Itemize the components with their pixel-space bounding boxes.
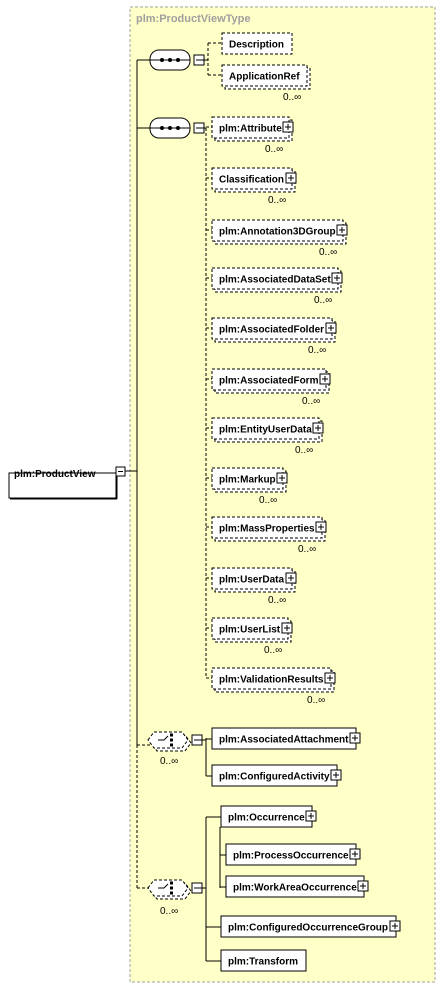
element-occurrence[interactable]: plm:Occurrence: [220, 805, 313, 828]
choice2-cardinality: 0..∞: [160, 906, 178, 917]
choice1-elements: plm:AssociatedAttachment plm:ConfiguredAc…: [211, 727, 361, 787]
element-attribute-label: plm:Attribute: [219, 124, 282, 135]
root-element-label: plm:ProductView: [14, 469, 96, 480]
element-mass-properties-cardinality: 0..∞: [298, 544, 316, 555]
element-associated-folder-cardinality: 0..∞: [308, 345, 326, 356]
element-work-area-occurrence-expand-toggle[interactable]: [357, 880, 369, 892]
seq2-elements: plm:Attribute 0..∞ Classification 0..∞ plm:A…: [211, 116, 348, 706]
element-associated-form[interactable]: plm:AssociatedForm: [211, 368, 330, 394]
element-markup-label: plm:Markup: [219, 475, 276, 486]
element-associated-folder-expand-toggle[interactable]: [325, 322, 337, 334]
element-associated-form-cardinality: 0..∞: [302, 396, 320, 407]
element-application-ref[interactable]: ApplicationRef: [221, 64, 311, 90]
element-markup-expand-toggle[interactable]: [276, 472, 288, 484]
element-work-area-occurrence[interactable]: plm:WorkAreaOccurrence: [225, 875, 365, 898]
element-entity-user-data-cardinality: 0..∞: [295, 445, 313, 456]
element-associated-folder[interactable]: plm:AssociatedFolder: [211, 317, 336, 343]
element-application-ref-cardinality: 0..∞: [283, 92, 301, 103]
element-associated-attachment-expand-toggle[interactable]: [349, 732, 361, 744]
element-classification-label: Classification: [219, 175, 284, 186]
element-validation-results[interactable]: plm:ValidationResults: [211, 667, 335, 693]
element-annotation3-dgroup-label: plm:Annotation3DGroup: [219, 227, 336, 238]
element-configured-activity-label: plm:ConfiguredActivity: [219, 772, 330, 783]
element-process-occurrence-label: plm:ProcessOccurrence: [233, 851, 349, 862]
element-mass-properties-label: plm:MassProperties: [219, 524, 315, 535]
element-user-list-cardinality: 0..∞: [264, 645, 282, 656]
element-work-area-occurrence-label: plm:WorkAreaOccurrence: [233, 883, 357, 894]
element-associated-form-label: plm:AssociatedForm: [219, 376, 319, 387]
element-description[interactable]: Description: [221, 32, 293, 55]
element-attribute-expand-toggle[interactable]: [282, 121, 294, 133]
element-markup[interactable]: plm:Markup: [211, 467, 287, 493]
element-user-list-label: plm:UserList: [219, 625, 281, 636]
element-configured-activity[interactable]: plm:ConfiguredActivity: [211, 764, 338, 787]
element-configured-occurrence-group-expand-toggle[interactable]: [389, 920, 401, 932]
element-entity-user-data-label: plm:EntityUserData: [219, 425, 312, 436]
element-associated-data-set-label: plm:AssociatedDataSet: [219, 275, 331, 286]
element-configured-occurrence-group[interactable]: plm:ConfiguredOccurrenceGroup: [220, 915, 397, 938]
element-associated-attachment-label: plm:AssociatedAttachment: [219, 735, 349, 746]
element-attribute[interactable]: plm:Attribute: [211, 116, 293, 142]
element-transform[interactable]: plm:Transform: [220, 949, 307, 972]
element-user-data-label: plm:UserData: [219, 575, 284, 586]
element-validation-results-expand-toggle[interactable]: [324, 672, 336, 684]
element-classification-expand-toggle[interactable]: [285, 172, 297, 184]
element-process-occurrence[interactable]: plm:ProcessOccurrence: [225, 843, 357, 866]
element-user-data-expand-toggle[interactable]: [285, 572, 297, 584]
element-configured-activity-expand-toggle[interactable]: [330, 769, 342, 781]
element-annotation3-dgroup-expand-toggle[interactable]: [336, 224, 348, 236]
element-user-data-cardinality: 0..∞: [268, 595, 286, 606]
choice2-elements: plm:Occurrence plm:ProcessOccurrence plm:W…: [220, 805, 401, 972]
element-process-occurrence-expand-toggle[interactable]: [349, 848, 361, 860]
element-associated-folder-label: plm:AssociatedFolder: [219, 325, 324, 336]
element-annotation3-dgroup-cardinality: 0..∞: [319, 247, 337, 258]
root-collapse-toggle[interactable]: [115, 466, 126, 477]
branch-connectors: [196, 42, 226, 962]
root-element[interactable]: plm:ProductView: [8, 469, 118, 500]
element-associated-data-set[interactable]: plm:AssociatedDataSet: [211, 267, 342, 293]
element-associated-attachment[interactable]: plm:AssociatedAttachment: [211, 727, 357, 750]
element-classification[interactable]: Classification: [211, 167, 296, 193]
element-configured-occurrence-group-label: plm:ConfiguredOccurrenceGroup: [228, 923, 388, 934]
element-mass-properties[interactable]: plm:MassProperties: [211, 516, 326, 542]
element-entity-user-data-expand-toggle[interactable]: [312, 422, 324, 434]
element-validation-results-cardinality: 0..∞: [307, 695, 325, 706]
element-mass-properties-expand-toggle[interactable]: [315, 521, 327, 533]
element-description-label: Description: [229, 40, 284, 51]
element-attribute-cardinality: 0..∞: [265, 144, 283, 155]
choice1-cardinality: 0..∞: [160, 756, 178, 767]
element-user-list[interactable]: plm:UserList: [211, 617, 292, 643]
type-panel-title: plm:ProductViewType: [136, 13, 251, 25]
element-markup-cardinality: 0..∞: [259, 495, 277, 506]
element-associated-form-expand-toggle[interactable]: [319, 373, 331, 385]
element-annotation3-dgroup[interactable]: plm:Annotation3DGroup: [211, 219, 347, 245]
element-user-data[interactable]: plm:UserData: [211, 567, 296, 593]
element-associated-data-set-expand-toggle[interactable]: [331, 272, 343, 284]
element-validation-results-label: plm:ValidationResults: [219, 675, 324, 686]
element-occurrence-label: plm:Occurrence: [228, 813, 305, 824]
element-entity-user-data[interactable]: plm:EntityUserData: [211, 417, 323, 443]
element-application-ref-label: ApplicationRef: [229, 72, 300, 83]
trunk-connector: [125, 59, 150, 889]
element-associated-data-set-cardinality: 0..∞: [314, 295, 332, 306]
element-transform-label: plm:Transform: [228, 957, 298, 968]
element-occurrence-expand-toggle[interactable]: [305, 810, 317, 822]
element-classification-cardinality: 0..∞: [268, 195, 286, 206]
element-user-list-expand-toggle[interactable]: [281, 622, 293, 634]
